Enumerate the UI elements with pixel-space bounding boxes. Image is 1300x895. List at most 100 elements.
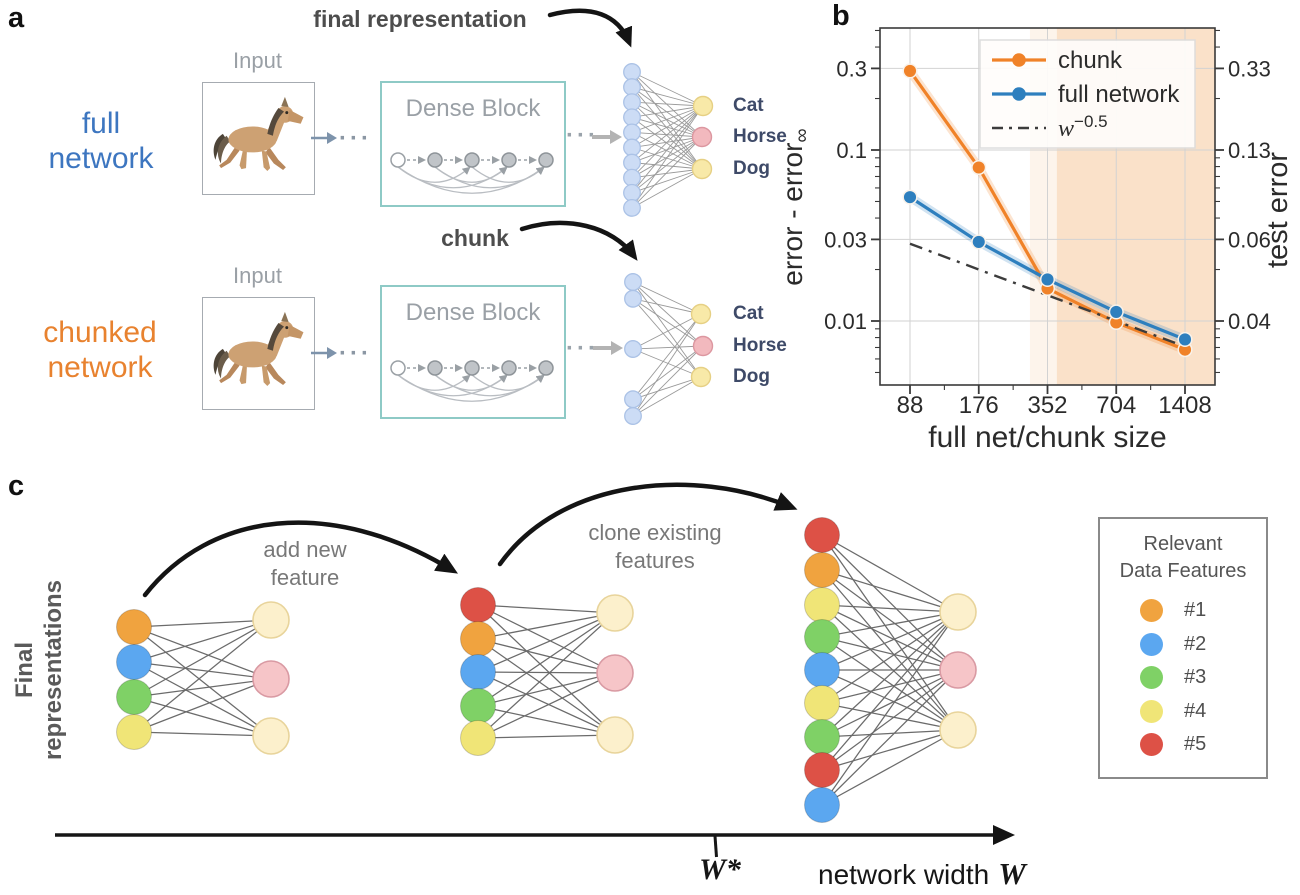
x-tick-label: 352 <box>1027 392 1067 419</box>
connection-line <box>821 611 959 771</box>
feature-node <box>116 714 152 750</box>
connection-line <box>631 101 703 170</box>
feature-node <box>460 587 496 623</box>
dense-node <box>464 152 480 168</box>
feature-node <box>116 679 152 715</box>
dense-node <box>427 152 443 168</box>
connection-line <box>631 105 704 148</box>
arrow-right-icon <box>311 347 337 359</box>
connection-line <box>477 612 616 739</box>
clone-existing-features-note: clone existing features <box>588 520 722 573</box>
panel-a-label: a <box>8 2 25 34</box>
legend-title: Relevant Data Features <box>1119 533 1247 582</box>
representation-node <box>624 340 642 358</box>
connection-line <box>632 281 702 315</box>
ellipsis: ··· <box>339 340 372 367</box>
connection-line <box>631 162 703 170</box>
connection-line <box>631 105 704 179</box>
connection-line <box>477 672 616 739</box>
feature-node <box>804 652 840 688</box>
connection-line <box>821 669 959 771</box>
connection-line <box>133 661 272 737</box>
connection-line <box>631 105 704 163</box>
x-tick-label: 176 <box>959 392 999 419</box>
feature-node <box>460 688 496 724</box>
connection-line <box>821 604 959 613</box>
dense-node <box>464 360 480 376</box>
panel-c-diagram <box>55 482 1015 858</box>
connection-line <box>631 101 704 107</box>
feature-node <box>460 720 496 756</box>
legend-math-base: w <box>1058 116 1074 142</box>
connection-line <box>632 345 704 400</box>
output-node <box>939 593 977 631</box>
connection-line <box>821 534 959 613</box>
x-tick-label: 88 <box>897 392 924 419</box>
class-node <box>690 366 712 388</box>
class-node <box>690 303 712 325</box>
feature-node <box>804 517 840 553</box>
network-width-text: network width <box>818 859 990 890</box>
feature-node <box>116 644 152 680</box>
class-node <box>692 95 714 117</box>
class-label-cat: Cat <box>733 303 764 324</box>
arrow-right-icon <box>592 130 622 144</box>
legend-marker <box>1012 53 1026 67</box>
connection-line <box>133 626 272 737</box>
connection-line <box>631 86 704 107</box>
output-node <box>596 654 634 692</box>
feature-node <box>804 787 840 823</box>
input-caption-full: Input <box>233 48 282 73</box>
dense-block-box-chunked: Dense Block <box>380 285 566 419</box>
connection-line <box>477 638 616 736</box>
dense-skip-connection <box>471 374 545 391</box>
connection-line <box>821 611 959 738</box>
connection-line <box>821 729 959 738</box>
connection-line <box>477 612 616 673</box>
feature-node <box>804 619 840 655</box>
feature-node <box>804 752 840 788</box>
connection-line <box>133 678 272 698</box>
connection-line <box>631 136 703 209</box>
representation-node <box>623 183 641 202</box>
arrow-right-icon <box>593 341 623 355</box>
connection-line <box>632 298 702 378</box>
class-label-cat: Cat <box>733 95 764 116</box>
legend-rows: #1#2#3#4#5 <box>1100 594 1266 762</box>
legend-item: #5 <box>1100 728 1266 762</box>
panel-a-diagram <box>390 8 714 425</box>
dense-node <box>501 360 517 376</box>
feature-color-dot <box>1140 699 1163 723</box>
connection-line <box>632 313 702 350</box>
series-line <box>909 242 1186 348</box>
data-point <box>1108 304 1124 320</box>
dense-block-title: Dense Block <box>405 299 541 326</box>
ellipsis: ··· <box>566 122 599 149</box>
chunk-pointer-label: chunk <box>441 225 509 251</box>
relevant-features-legend: Relevant Data Features #1#2#3#4#5 <box>1098 517 1268 779</box>
connection-line <box>133 661 272 680</box>
connection-line <box>477 604 616 674</box>
connection-line <box>477 671 616 674</box>
connection-line <box>133 696 272 737</box>
connection-line <box>632 345 704 350</box>
connection-line <box>821 669 959 704</box>
representation-node <box>624 273 642 291</box>
connection-line <box>821 669 959 806</box>
connection-line <box>477 672 616 707</box>
connection-line <box>821 636 959 731</box>
representation-node <box>623 63 641 81</box>
panel-b-label: b <box>832 0 850 32</box>
legend-item: #4 <box>1100 695 1266 729</box>
connection-line <box>632 348 702 378</box>
right-axis-label: test error <box>1262 152 1294 268</box>
left-tick-label: 0.03 <box>824 227 867 252</box>
connection-line <box>821 611 959 638</box>
left-tick-label: 0.3 <box>836 56 867 81</box>
connection-line <box>631 105 704 133</box>
class-label-horse: Horse <box>733 126 787 147</box>
right-tick-label: 0.06 <box>1228 227 1271 252</box>
data-point <box>1039 271 1056 287</box>
connection-line <box>631 71 703 170</box>
